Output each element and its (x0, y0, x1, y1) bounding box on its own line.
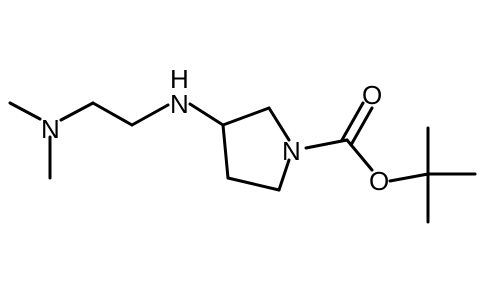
bond-ch2-ch2 (91, 101, 134, 127)
atom-o-ester: O (369, 166, 389, 196)
atom-labels: N N H N O O (41, 64, 389, 196)
bonds (8, 101, 477, 224)
bond-n1-ccarbonyl (304, 138, 349, 150)
atom-n-amine: N (170, 89, 189, 119)
bond-oester-ctert (388, 172, 430, 183)
bond-c4-c3 (221, 123, 230, 180)
bond-methyl1-n (8, 101, 42, 121)
atom-n-dimethyl: N (41, 114, 60, 144)
bond-ch2-nh (130, 103, 170, 127)
atom-o-carbonyl: O (362, 80, 382, 110)
bond-c3-c2 (221, 106, 271, 127)
atom-h-amine: H (170, 64, 189, 94)
bond-n1-c5 (277, 158, 291, 192)
bond-n-ch2 (59, 101, 95, 122)
bond-ccarbonyl-oester (345, 138, 374, 172)
bond-carbonyl-double-a (340, 101, 365, 142)
bond-c2-n1 (267, 106, 291, 142)
atom-n-ring: N (282, 136, 301, 166)
bond-c5-c4 (226, 176, 281, 192)
bond-carbonyl-double-b (349, 106, 374, 147)
bond-nh-c3 (188, 102, 225, 127)
